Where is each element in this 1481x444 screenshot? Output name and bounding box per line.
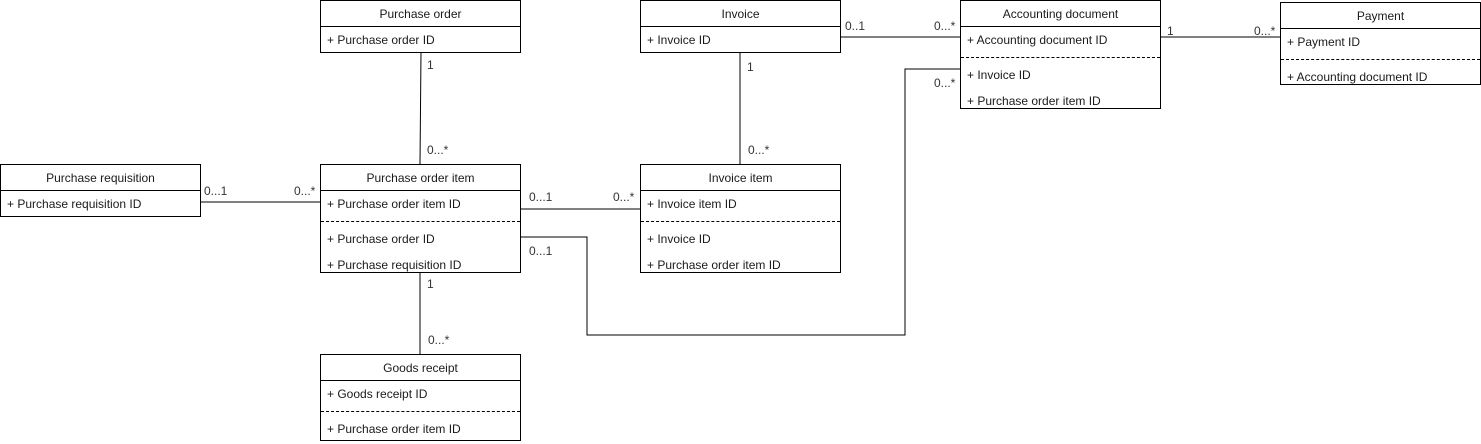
class-title: Goods receipt (321, 355, 520, 381)
multiplicity-label: 1 (1167, 24, 1174, 38)
attribute-key: + Invoice ID (647, 33, 711, 47)
class-accounting-document[interactable]: Accounting document + Accounting documen… (960, 0, 1161, 109)
class-title: Purchase requisition (1, 165, 200, 191)
multiplicity-label: 0...* (428, 333, 450, 347)
class-purchase-requisition[interactable]: Purchase requisition + Purchase requisit… (0, 164, 201, 217)
multiplicity-label: 0...1 (529, 190, 553, 204)
multiplicity-label: 0...* (934, 76, 956, 90)
attribute-key: + Invoice item ID (647, 197, 737, 211)
class-title: Invoice (641, 1, 840, 27)
class-purchase-order-item[interactable]: Purchase order item + Purchase order ite… (320, 164, 521, 273)
attribute-fk: + Invoice ID (641, 221, 840, 252)
attribute-fk: + Purchase order ID (321, 221, 520, 252)
class-title: Purchase order (321, 1, 520, 27)
multiplicity-label: 0...* (427, 143, 449, 157)
multiplicity-label: 0...* (294, 184, 316, 198)
class-invoice[interactable]: Invoice + Invoice ID (640, 0, 841, 53)
multiplicity-label: 1 (427, 277, 434, 291)
attribute-key: + Purchase order ID (327, 33, 435, 47)
attribute-fk: + Purchase order item ID (967, 94, 1101, 108)
attribute-key: + Purchase order item ID (327, 197, 461, 211)
attribute-fk: + Purchase order item ID (321, 411, 520, 442)
multiplicity-label: 0...* (748, 143, 770, 157)
attribute-key: + Payment ID (1287, 35, 1361, 49)
multiplicity-label: 0...1 (529, 244, 553, 258)
class-title: Payment (1281, 3, 1480, 29)
multiplicity-label: 1 (747, 60, 754, 74)
attribute-fk: + Purchase requisition ID (327, 258, 462, 272)
multiplicity-label: 0...* (1254, 24, 1276, 38)
attribute-key: + Purchase requisition ID (7, 197, 142, 211)
link-poitem-accounting (520, 68, 960, 336)
multiplicity-label: 0...* (613, 190, 635, 204)
class-invoice-item[interactable]: Invoice item + Invoice item ID + Invoice… (640, 164, 841, 273)
multiplicity-label: 0...1 (204, 184, 228, 198)
class-title: Invoice item (641, 165, 840, 191)
attribute-fk: + Accounting document ID (1281, 59, 1480, 90)
attribute-fk: + Invoice ID (961, 57, 1160, 88)
attribute-key: + Accounting document ID (967, 33, 1108, 47)
class-purchase-order[interactable]: Purchase order + Purchase order ID (320, 0, 521, 53)
multiplicity-label: 1 (427, 58, 434, 72)
class-goods-receipt[interactable]: Goods receipt + Goods receipt ID + Purch… (320, 354, 521, 441)
link-po-poitem (419, 51, 422, 165)
attribute-fk: + Purchase order item ID (647, 258, 781, 272)
class-payment[interactable]: Payment + Payment ID + Accounting docume… (1280, 2, 1481, 85)
attribute-key: + Goods receipt ID (327, 387, 428, 401)
multiplicity-label: 0...* (934, 19, 956, 33)
class-title: Accounting document (961, 1, 1160, 27)
class-title: Purchase order item (321, 165, 520, 191)
multiplicity-label: 0..1 (845, 19, 866, 33)
